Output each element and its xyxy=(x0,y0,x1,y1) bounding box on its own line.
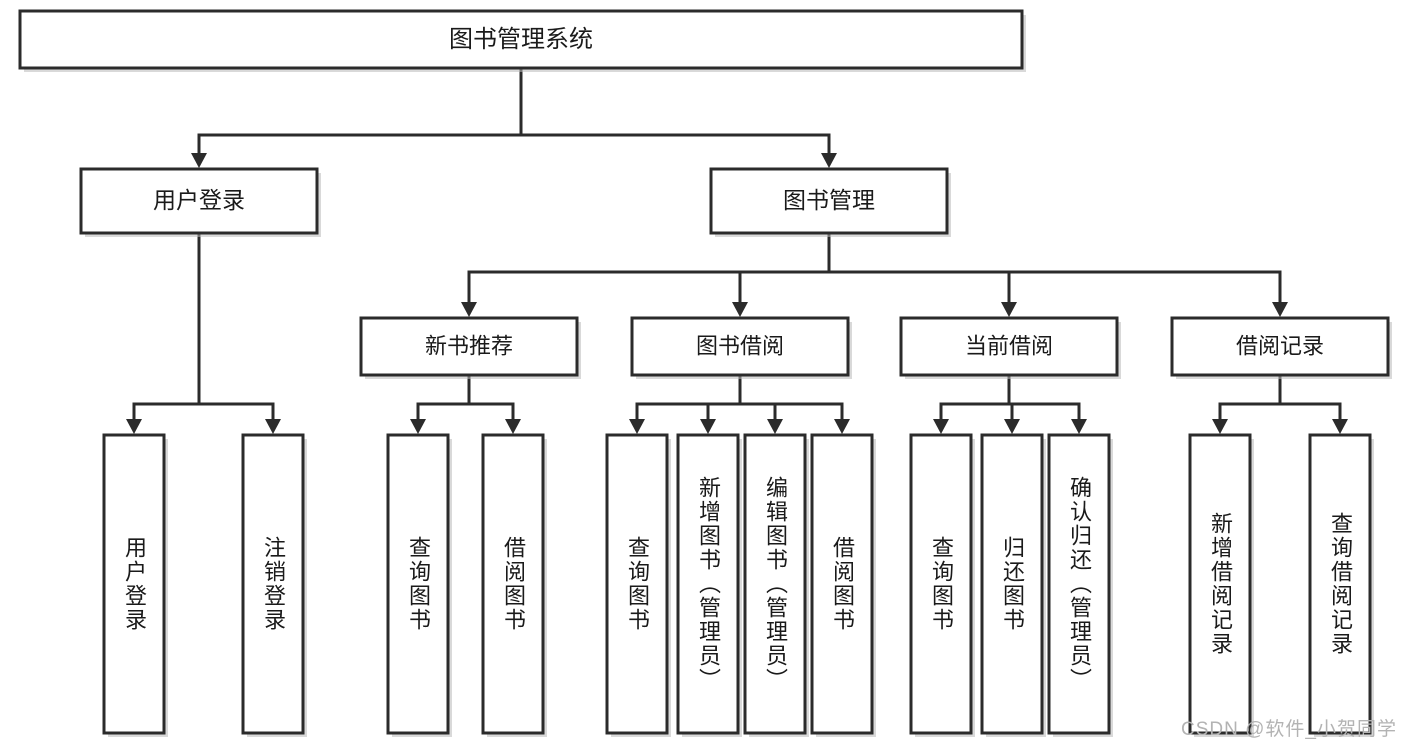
node-rect-leaf-borrow-book-2[interactable] xyxy=(810,433,874,735)
arrow-head-icon-leaf-query-record xyxy=(1332,419,1348,434)
arrow-head-icon-leaf-add-book xyxy=(700,419,716,434)
arrow-head-icon-borrow-record xyxy=(1272,302,1288,317)
node-leaf-borrow-book-2[interactable] xyxy=(810,433,876,737)
node-rect-book-manage[interactable] xyxy=(709,167,949,235)
arrow-head-icon-book-borrow xyxy=(732,302,748,317)
arrow-head-icon-leaf-return-book xyxy=(1004,419,1020,434)
node-label-book-borrow: 图书借阅 xyxy=(696,333,784,358)
node-rect-leaf-add-record[interactable] xyxy=(1188,433,1252,735)
arrow-head-icon-book-manage xyxy=(821,153,837,168)
node-rect-book-borrow[interactable] xyxy=(630,316,850,377)
node-leaf-edit-book[interactable] xyxy=(743,433,809,737)
node-rect-leaf-add-book[interactable] xyxy=(676,433,740,735)
node-label-root: 图书管理系统 xyxy=(449,26,593,53)
node-current-borrow[interactable]: 当前借阅 xyxy=(899,316,1121,379)
node-rect-leaf-borrow-book-1[interactable] xyxy=(481,433,545,735)
node-rect-leaf-query-book-1[interactable] xyxy=(386,433,450,735)
arrow-head-icon-leaf-user-login xyxy=(126,419,142,434)
node-label-book-manage: 图书管理 xyxy=(783,187,875,213)
node-rect-leaf-confirm-return[interactable] xyxy=(1047,433,1111,735)
node-borrow-record[interactable]: 借阅记录 xyxy=(1170,316,1392,379)
node-leaf-confirm-return[interactable] xyxy=(1047,433,1113,737)
node-book-borrow[interactable]: 图书借阅 xyxy=(630,316,852,379)
arrow-head-icon-leaf-borrow-book-2 xyxy=(834,419,850,434)
node-leaf-borrow-book-1[interactable] xyxy=(481,433,547,737)
arrow-head-icon-new-book-recommend xyxy=(461,302,477,317)
watermark: CSDN @软件_小贺同学 xyxy=(1181,719,1397,740)
edge-group-current-borrow xyxy=(933,373,1087,434)
node-leaf-query-book-1[interactable] xyxy=(386,433,452,737)
node-rect-borrow-record[interactable] xyxy=(1170,316,1390,377)
edge-group-borrow-record xyxy=(1212,373,1348,434)
node-rect-leaf-logout[interactable] xyxy=(241,433,305,735)
node-label-user-login: 用户登录 xyxy=(153,187,245,213)
node-leaf-add-record[interactable] xyxy=(1188,433,1254,737)
node-leaf-query-book-2[interactable] xyxy=(605,433,671,737)
node-new-book-recommend[interactable]: 新书推荐 xyxy=(359,316,581,379)
arrow-head-icon-leaf-logout xyxy=(265,419,281,434)
node-book-manage[interactable]: 图书管理 xyxy=(709,167,951,237)
node-leaf-return-book[interactable] xyxy=(980,433,1046,737)
arrow-head-icon-leaf-query-book-1 xyxy=(410,419,426,434)
node-label-new-book-recommend: 新书推荐 xyxy=(425,333,513,358)
node-user-login[interactable]: 用户登录 xyxy=(79,167,321,237)
node-leaf-query-book-3[interactable] xyxy=(909,433,975,737)
node-rect-user-login[interactable] xyxy=(79,167,319,235)
edges-layer xyxy=(126,66,1348,434)
edge-group-book-borrow xyxy=(629,373,850,434)
node-rect-new-book-recommend[interactable] xyxy=(359,316,579,377)
node-root[interactable]: 图书管理系统 xyxy=(18,9,1026,72)
node-rect-root[interactable] xyxy=(18,9,1024,70)
node-leaf-user-login[interactable] xyxy=(102,433,168,737)
arrow-head-icon-leaf-add-record xyxy=(1212,419,1228,434)
arrow-head-icon-leaf-edit-book xyxy=(767,419,783,434)
arrow-head-icon-leaf-query-book-3 xyxy=(933,419,949,434)
node-rect-leaf-query-record[interactable] xyxy=(1308,433,1372,735)
edge-group-root xyxy=(191,66,837,168)
node-leaf-logout[interactable] xyxy=(241,433,307,737)
arrow-head-icon-user-login xyxy=(191,153,207,168)
node-rect-current-borrow[interactable] xyxy=(899,316,1119,377)
node-label-borrow-record: 借阅记录 xyxy=(1236,333,1324,358)
edge-group-book-manage xyxy=(461,231,1288,317)
edge-group-user-login xyxy=(126,231,281,434)
node-leaf-add-book[interactable] xyxy=(676,433,742,737)
node-rect-leaf-query-book-3[interactable] xyxy=(909,433,973,735)
node-rect-leaf-return-book[interactable] xyxy=(980,433,1044,735)
arrow-head-icon-current-borrow xyxy=(1001,302,1017,317)
node-leaf-query-record[interactable] xyxy=(1308,433,1374,737)
arrow-head-icon-leaf-confirm-return xyxy=(1071,419,1087,434)
arrow-head-icon-leaf-borrow-book-1 xyxy=(505,419,521,434)
node-label-current-borrow: 当前借阅 xyxy=(965,333,1053,358)
node-rect-leaf-user-login[interactable] xyxy=(102,433,166,735)
edge-group-new-book-recommend xyxy=(410,373,521,434)
node-rect-leaf-edit-book[interactable] xyxy=(743,433,807,735)
node-rect-leaf-query-book-2[interactable] xyxy=(605,433,669,735)
arrow-head-icon-leaf-query-book-2 xyxy=(629,419,645,434)
